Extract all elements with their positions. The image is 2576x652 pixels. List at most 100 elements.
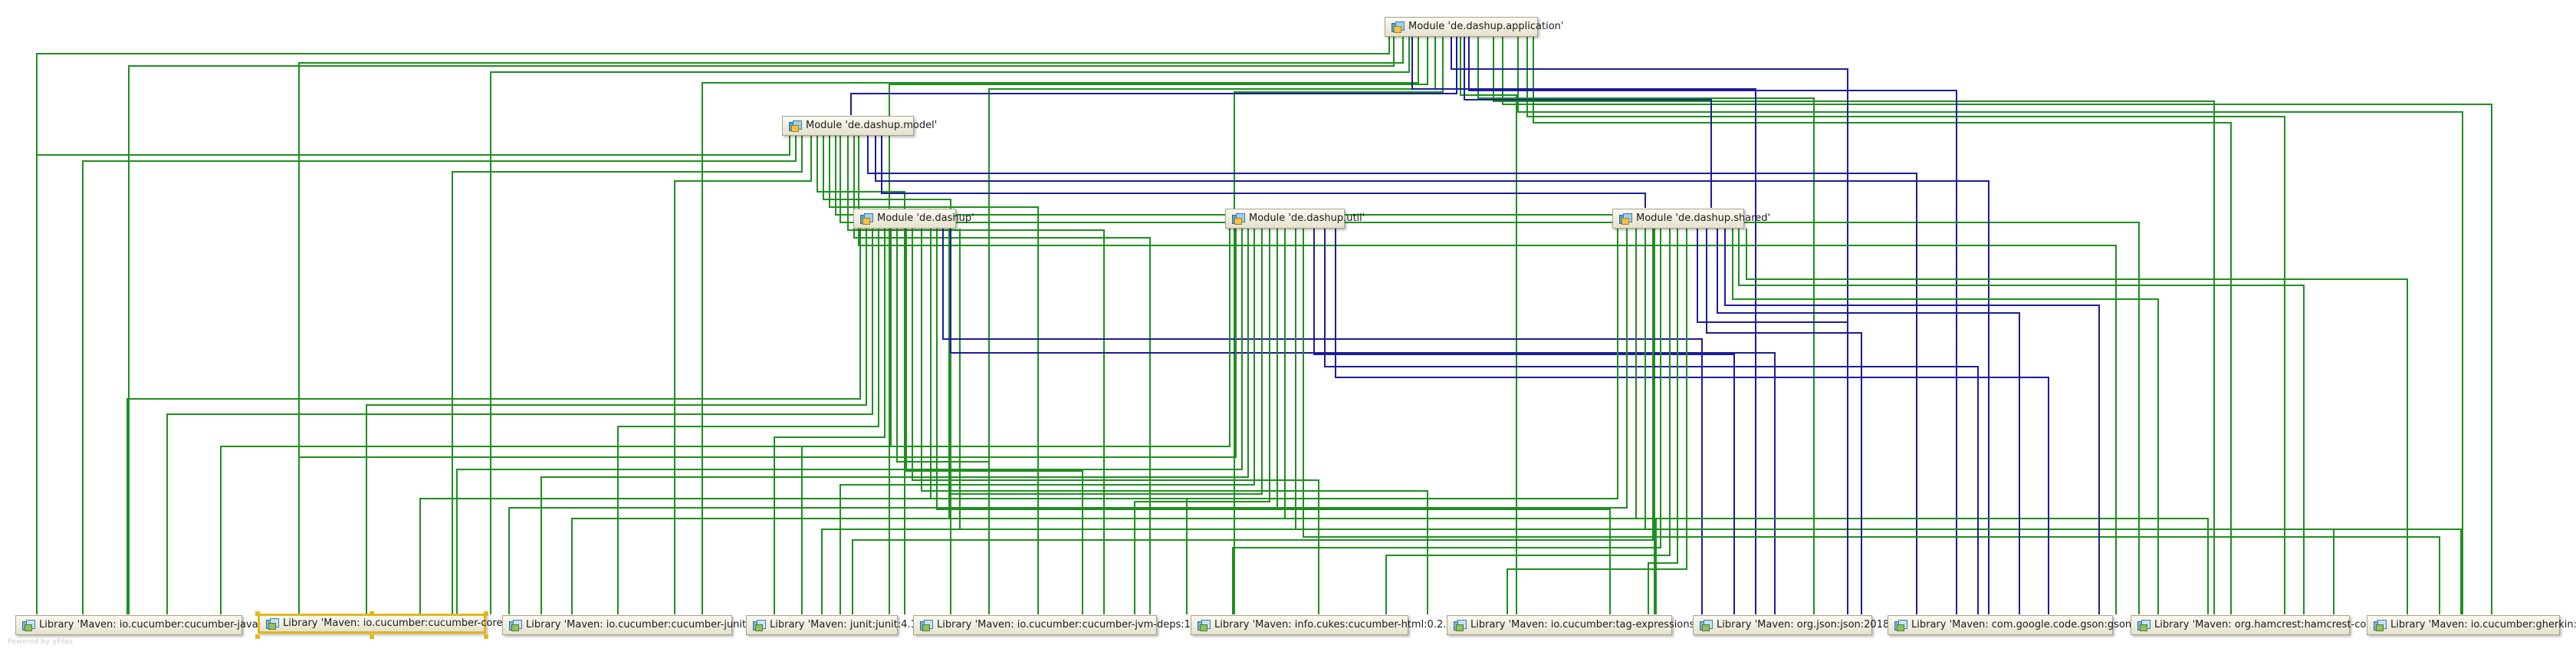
library-icon — [1894, 620, 1907, 631]
dependency-edge-42 — [896, 229, 990, 614]
selection-handle[interactable] — [255, 634, 260, 639]
module-icon — [1392, 21, 1405, 33]
library-node-cucumber-core[interactable]: Library 'Maven: io.cucumber:cucumber-cor… — [258, 614, 534, 634]
selection-handle[interactable] — [484, 634, 488, 639]
dependency-edge-14 — [1526, 37, 2285, 614]
dependency-edge-70 — [852, 229, 1654, 614]
dependency-edge-79 — [1706, 229, 1862, 614]
dependency-edge-5 — [702, 37, 1419, 614]
module-node-label: Module 'de.dashup' — [877, 212, 974, 224]
dependency-edge-39 — [617, 229, 879, 614]
dependency-edge-72 — [1385, 229, 1671, 614]
dependency-edge-36 — [127, 229, 861, 614]
module-node-label: Module 'de.dashup.model' — [806, 120, 938, 131]
library-node-tag-expressions[interactable]: Library 'Maven: io.cucumber:tag-expressi… — [1447, 615, 1726, 635]
dependency-edge-63 — [1313, 229, 1735, 614]
dependency-edge-10 — [1477, 37, 1815, 614]
module-node-application[interactable]: Module 'de.dashup.application' — [1385, 17, 1564, 37]
dependency-edge-78 — [1697, 229, 1848, 614]
library-node-cucumber-jvm-deps[interactable]: Library 'Maven: io.cucumber:cucumber-jvm… — [913, 615, 1212, 635]
library-node-junit[interactable]: Library 'Maven: junit:junit:4.11' — [746, 615, 926, 635]
library-node-label: Library 'Maven: org.hamcrest:hamcrest-co… — [2154, 619, 2398, 631]
library-node-cucumber-java[interactable]: Library 'Maven: io.cucumber:cucumber-jav… — [15, 615, 290, 635]
dependency-edge-49 — [959, 229, 2462, 614]
dependency-edge-15 — [1533, 37, 2232, 614]
library-icon — [22, 620, 35, 631]
dependency-edge-13 — [1517, 37, 2463, 614]
library-node-label: Library 'Maven: io.cucumber:cucumber-cor… — [283, 617, 534, 629]
selection-handle[interactable] — [370, 611, 374, 616]
library-node-hamcrest-core[interactable]: Library 'Maven: org.hamcrest:hamcrest-co… — [2131, 615, 2398, 635]
dependency-edge-35 — [881, 136, 1646, 208]
library-icon — [1700, 620, 1713, 631]
dependency-edge-21 — [36, 136, 790, 614]
selection-handle[interactable] — [484, 611, 488, 616]
selection-handle[interactable] — [255, 611, 260, 616]
dependency-edge-30 — [847, 136, 1105, 614]
library-node-label: Library 'Maven: io.cucumber:cucumber-jun… — [526, 619, 778, 631]
dependency-edge-32 — [858, 136, 2117, 614]
module-node-dashup[interactable]: Module 'de.dashup' — [853, 209, 974, 229]
module-node-label: Module 'de.dashup.application' — [1408, 21, 1564, 32]
dependency-edge-57 — [950, 229, 1263, 614]
dependency-edge-6 — [889, 37, 1428, 614]
dependency-edge-25 — [816, 136, 905, 614]
library-node-gson[interactable]: Library 'Maven: com.google.code.gson:gso… — [1888, 615, 2163, 635]
dependency-edge-67 — [508, 229, 1628, 614]
dependency-edge-46 — [930, 229, 1188, 614]
library-icon — [2374, 620, 2387, 631]
dependency-edge-9 — [1460, 37, 1517, 614]
dependency-edge-68 — [571, 229, 1637, 614]
dependency-edge-58 — [1134, 229, 1270, 614]
library-icon — [2137, 620, 2150, 631]
dependency-edge-4 — [490, 37, 1410, 614]
module-node-util[interactable]: Module 'de.dashup.util' — [1225, 209, 1365, 229]
dependency-edge-38 — [166, 229, 873, 614]
dependency-edge-24 — [674, 136, 812, 614]
dependency-edge-2 — [128, 37, 1395, 614]
library-node-label: Library 'Maven: info.cukes:cucumber-html… — [1214, 619, 1456, 631]
library-icon — [920, 620, 933, 631]
library-node-label: Library 'Maven: io.cucumber:gherkin:5.0.… — [2390, 619, 2576, 631]
dependency-edge-37 — [366, 229, 867, 614]
dependency-edge-33 — [867, 136, 1917, 614]
library-node-gherkin[interactable]: Library 'Maven: io.cucumber:gherkin:5.0.… — [2367, 615, 2576, 635]
library-icon — [1198, 620, 1211, 631]
dependency-edge-60 — [1284, 229, 2209, 614]
dependency-edge-69 — [821, 229, 1646, 614]
dependency-edge-81 — [1724, 229, 2100, 614]
dependency-edge-29 — [840, 136, 2140, 614]
dependency-edge-73 — [1648, 229, 1678, 614]
dependency-edge-12 — [1502, 37, 2492, 614]
dependency-edge-52 — [220, 229, 1230, 614]
dependency-edge-26 — [823, 136, 951, 614]
library-node-label: Library 'Maven: io.cucumber:cucumber-jvm… — [937, 619, 1213, 631]
dependency-edge-16 — [1411, 37, 1756, 614]
selection-handle[interactable] — [370, 634, 374, 639]
module-node-label: Module 'de.dashup.util' — [1249, 212, 1365, 224]
library-node-label: Library 'Maven: io.cucumber:cucumber-jav… — [39, 619, 290, 631]
library-node-label: Library 'Maven: junit:junit:4.11' — [770, 619, 926, 631]
module-node-model[interactable]: Module 'de.dashup.model' — [782, 116, 937, 136]
library-node-cucumber-junit[interactable]: Library 'Maven: io.cucumber:cucumber-jun… — [502, 615, 777, 635]
dependency-edge-56 — [840, 229, 1255, 614]
dependency-edge-44 — [912, 229, 1319, 614]
module-node-shared[interactable]: Module 'de.dashup.shared' — [1612, 209, 1770, 229]
dependency-edge-53 — [298, 229, 1237, 614]
dependency-edge-41 — [801, 229, 892, 614]
dependency-edge-47 — [936, 229, 1611, 614]
library-node-label: Library 'Maven: com.google.code.gson:gso… — [1911, 619, 2164, 631]
dependency-edge-77 — [1746, 229, 2408, 614]
dependency-edge-19 — [850, 37, 1457, 115]
dependency-edge-59 — [1276, 229, 1517, 614]
dependency-edge-50 — [942, 229, 1703, 614]
library-node-org-json[interactable]: Library 'Maven: org.json:json:20180813' — [1693, 615, 1917, 635]
library-node-cucumber-html[interactable]: Library 'Maven: info.cukes:cucumber-html… — [1191, 615, 1455, 635]
dependency-edge-65 — [1335, 229, 2049, 614]
dependency-edge-27 — [829, 136, 1039, 614]
dependency-edge-74 — [1506, 229, 1687, 614]
dependency-edge-62 — [1303, 229, 2440, 614]
dependency-edge-31 — [853, 136, 1151, 614]
dependency-edge-51 — [950, 229, 1776, 614]
